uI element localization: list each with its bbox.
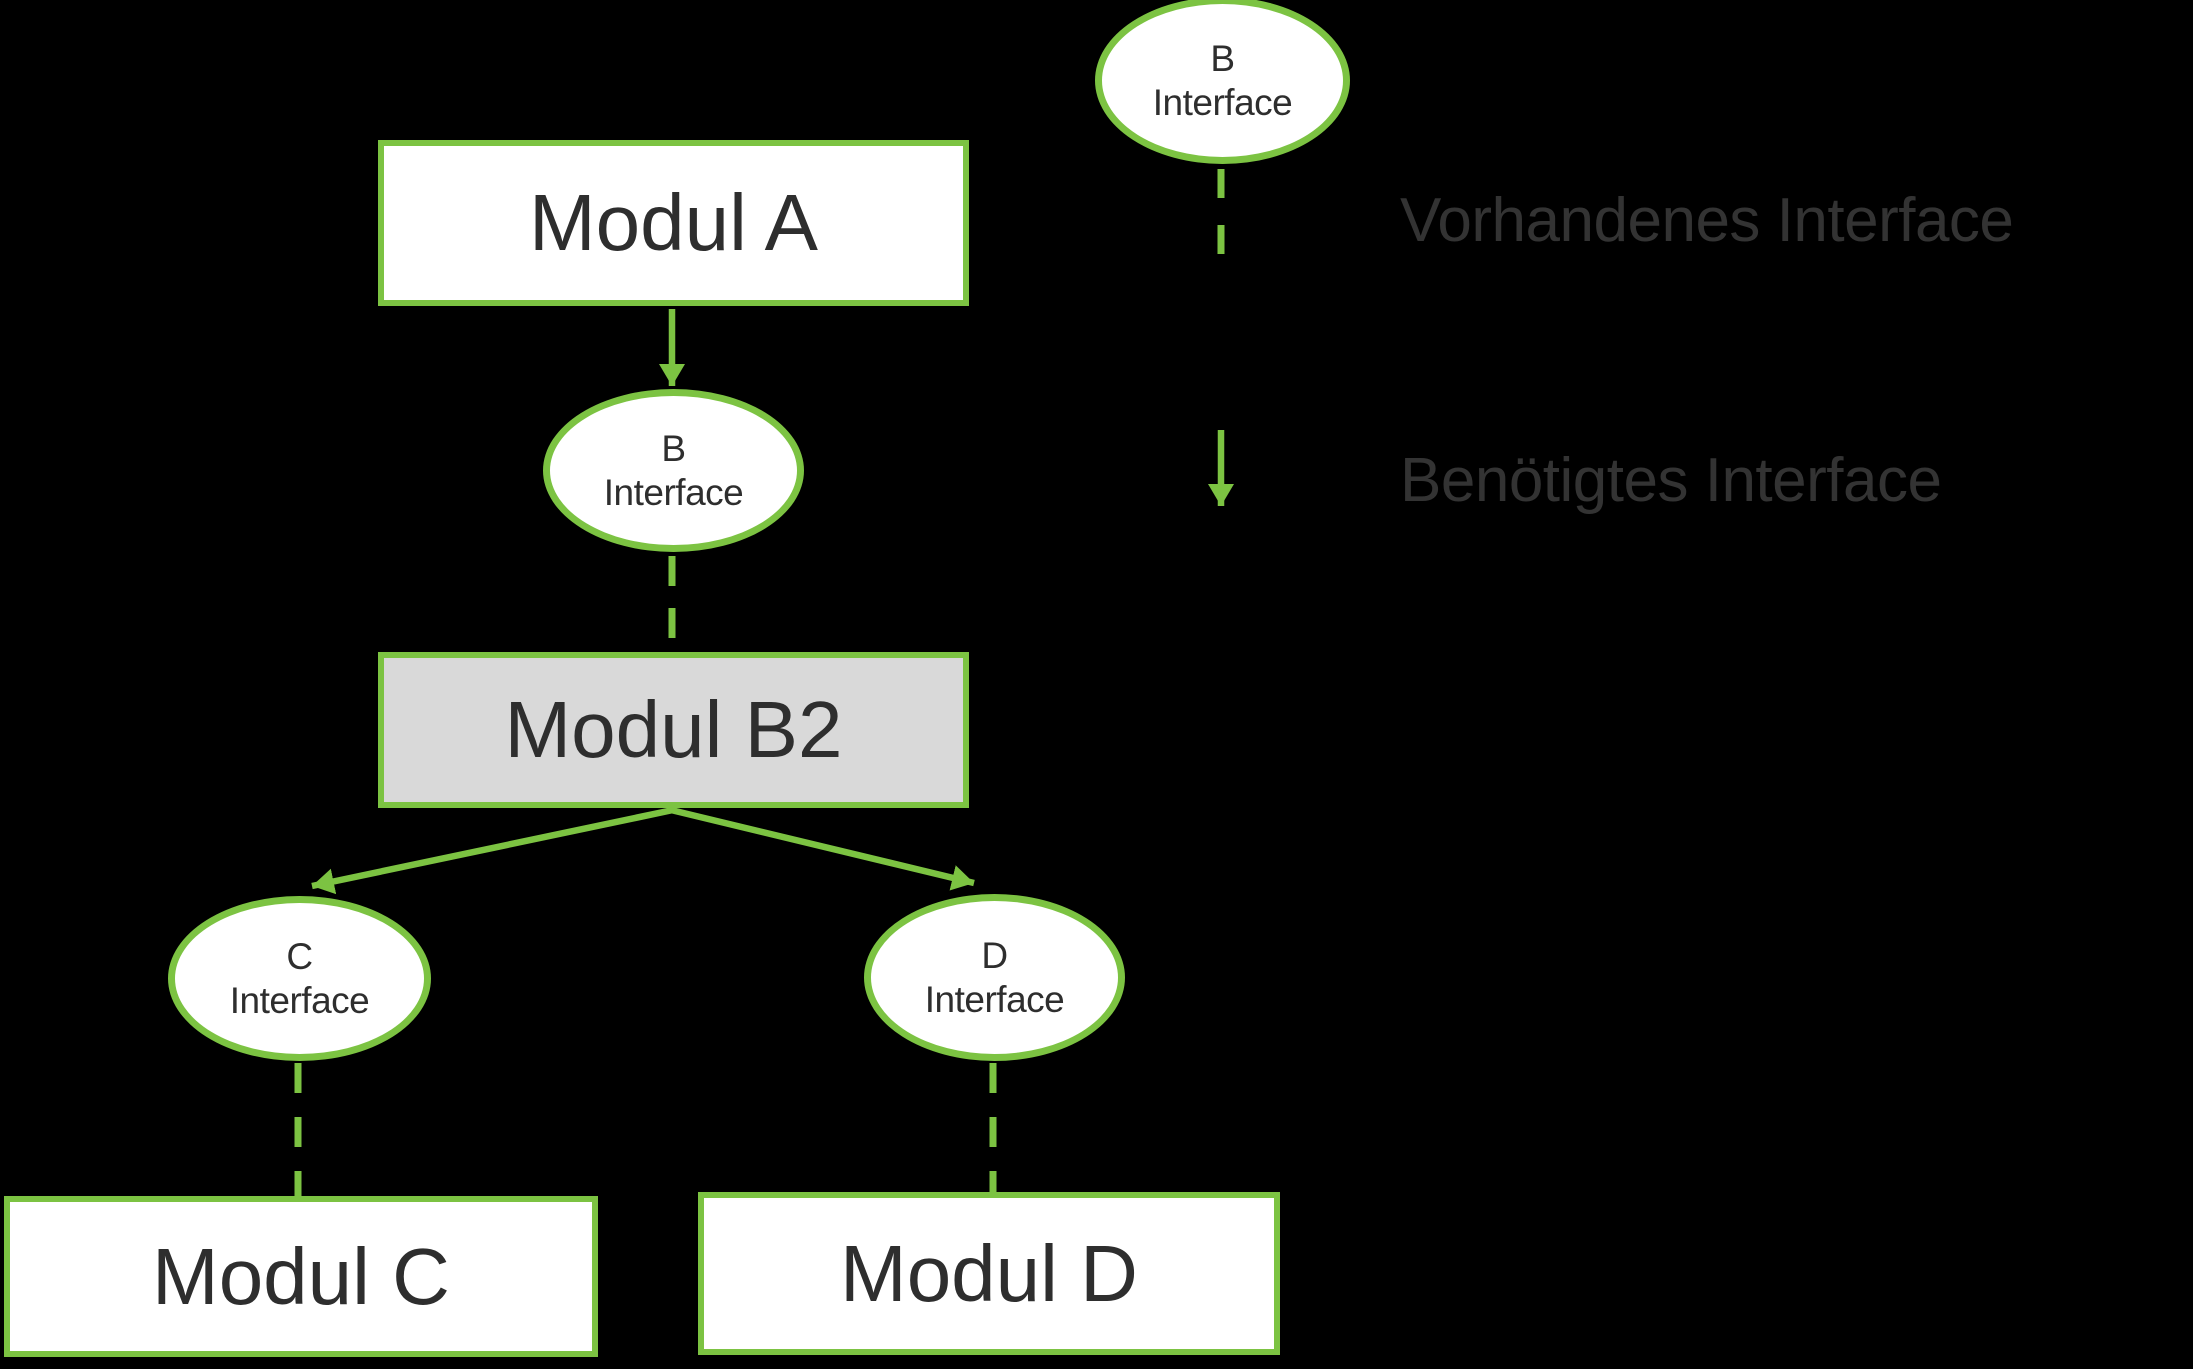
d-interface-name: D xyxy=(981,934,1008,976)
modul-d-box: Modul D xyxy=(698,1192,1280,1355)
legend-b-interface-ellipse: B Interface xyxy=(1095,0,1350,164)
c-interface-name: C xyxy=(286,935,313,977)
legend-ellipse-name: B xyxy=(1210,37,1235,79)
b-interface-ellipse: B Interface xyxy=(543,389,804,552)
modul-c-box: Modul C xyxy=(4,1196,598,1357)
modul-a-box: Modul A xyxy=(378,140,969,306)
modul-b2-box: Modul B2 xyxy=(378,652,969,808)
modul-b2-label: Modul B2 xyxy=(504,685,843,774)
modul-d-label: Modul D xyxy=(840,1228,1138,1318)
legend-required-interface-label: Benötigtes Interface xyxy=(1400,446,1942,515)
legend-provided-interface-label: Vorhandenes Interface xyxy=(1400,186,2014,255)
modul-a-label: Modul A xyxy=(528,178,819,267)
b-interface-name: B xyxy=(661,427,686,469)
arrow-modul-b2-to-d-interface xyxy=(670,806,975,891)
d-interface-kind: Interface xyxy=(924,978,1065,1020)
b-interface-kind: Interface xyxy=(603,471,744,513)
d-interface-ellipse: D Interface xyxy=(864,894,1125,1061)
c-interface-ellipse: C Interface xyxy=(168,896,431,1061)
c-interface-kind: Interface xyxy=(229,979,370,1021)
legend-ellipse-kind: Interface xyxy=(1152,81,1293,123)
modul-c-label: Modul C xyxy=(152,1231,450,1321)
arrow-modul-b2-to-c-interface xyxy=(311,806,674,895)
